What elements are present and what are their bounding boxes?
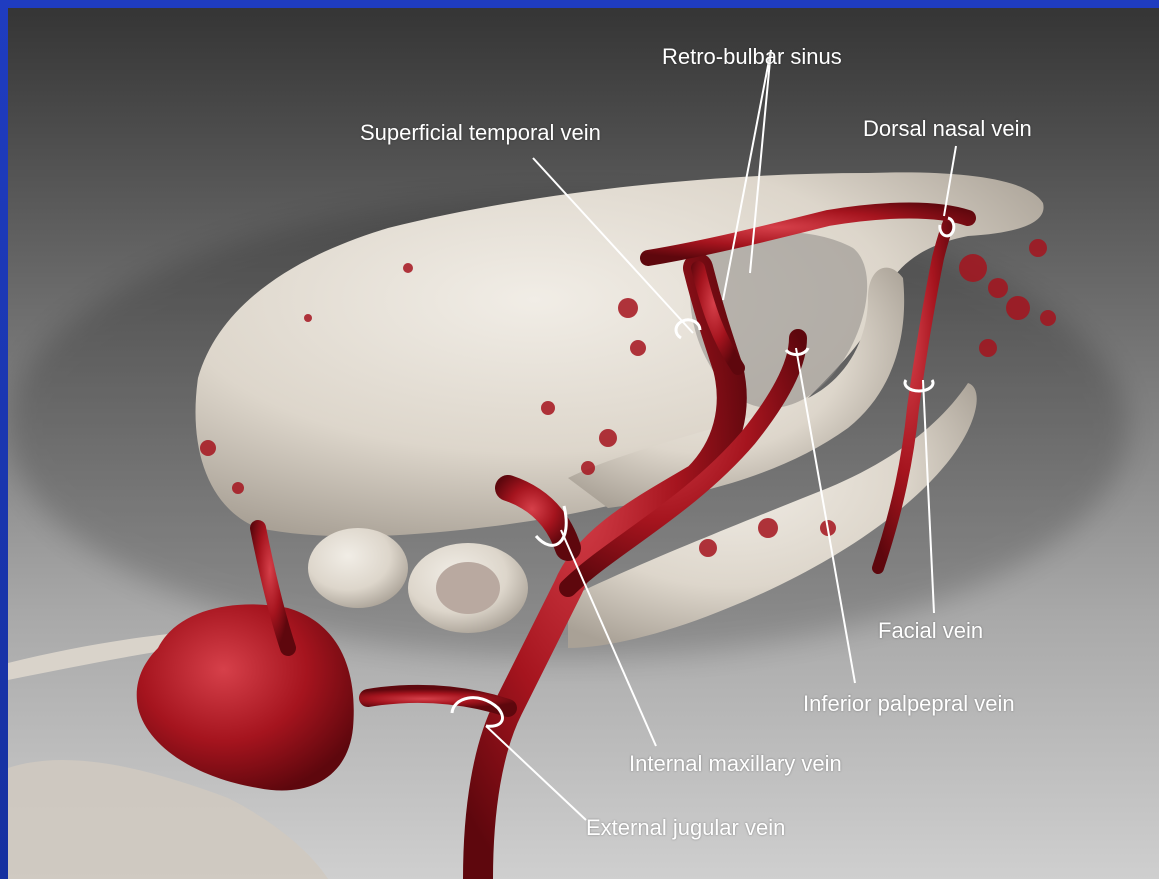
- label-dorsal-nasal-vein: Dorsal nasal vein: [863, 116, 1032, 142]
- label-internal-maxillary-vein: Internal maxillary vein: [629, 751, 842, 777]
- label-facial-vein: Facial vein: [878, 618, 983, 644]
- venous-mass: [137, 604, 354, 790]
- label-retro-bulbar-sinus: Retro-bulbar sinus: [662, 44, 842, 70]
- label-external-jugular-vein: External jugular vein: [586, 815, 785, 841]
- render-viewport: Retro-bulbar sinus Superficial temporal …: [8, 8, 1159, 879]
- label-inferior-palpepral-vein: Inferior palpepral vein: [803, 691, 1015, 717]
- label-superficial-temporal-vein: Superficial temporal vein: [360, 120, 601, 146]
